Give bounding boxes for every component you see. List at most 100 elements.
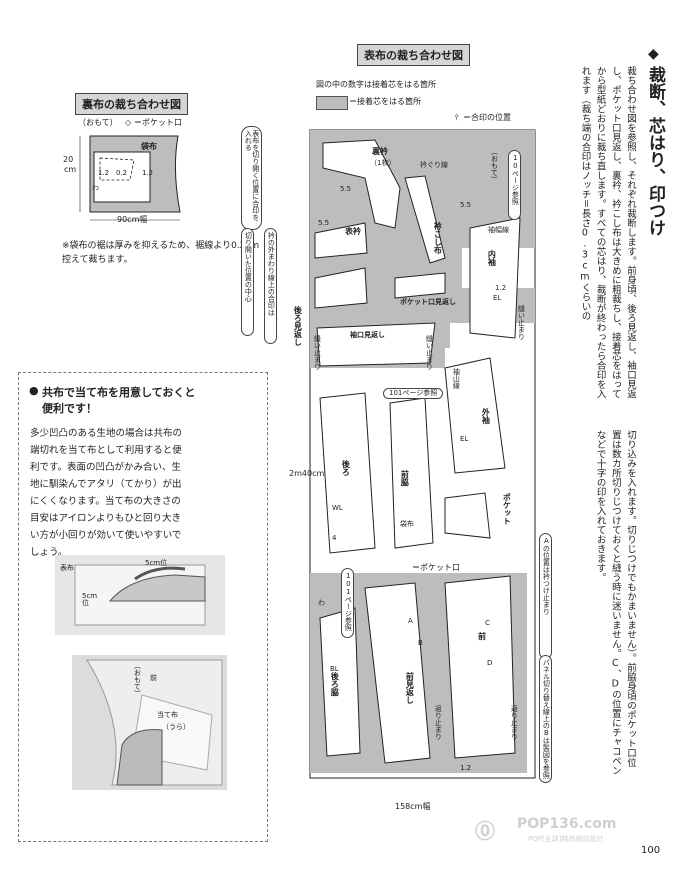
piece-face: （おもて） <box>490 148 499 183</box>
piece-back-side: 後ろ脇 <box>330 672 340 696</box>
tip-title-1: 共布で当て布を用意しておくと <box>42 386 196 399</box>
lining-legend-pocket: ＝ポケット口 <box>134 118 182 127</box>
lining-mark-1: 1.2 <box>98 169 110 177</box>
piece-cuff-facing: 袖口見返し <box>350 331 385 339</box>
piece-sleeve-width: 袖幅線 <box>488 226 509 234</box>
lining-dim-height-unit: cm <box>64 165 77 174</box>
callout-ref101b: 101ページ参照 <box>341 568 355 638</box>
piece-sew-stop-1: 縫い止まり <box>313 335 322 370</box>
piece-wa: わ <box>318 599 325 607</box>
piece-upper-collar: 裏衿 <box>372 147 388 156</box>
tip-title-2: 便利です！ <box>42 402 97 415</box>
piece-sew-stop-3: 縫い止まり <box>517 305 526 340</box>
mark: 1.2 <box>460 764 472 772</box>
piece-collar-line: 衿ぐり線 <box>420 161 448 169</box>
mark: 5.5 <box>460 201 472 209</box>
watermark-logo-icon: ⓪ <box>475 819 495 843</box>
mark: EL <box>460 435 469 443</box>
piece-pocket: ポケット <box>502 493 512 525</box>
lining-note: ※袋布の裾は厚みを抑えるため、裾線より0.2cm控えて裁ちます。 <box>62 241 260 265</box>
photo2-label-face: （おもて） <box>133 662 142 697</box>
lining-mark-2: 0.2 <box>116 169 128 177</box>
main-pocket-legend: ＝ポケット口 <box>412 563 460 572</box>
piece-turn-stop-1: 返り止まり <box>434 705 443 740</box>
pocket-mark-icon: ◇ <box>125 118 132 127</box>
lining-width-label: 90cm幅 <box>117 215 148 224</box>
tip-body-line: 多少凹凸のある生地の場合は共布の <box>30 428 183 439</box>
iron-icon <box>86 659 223 786</box>
tip-body: 多少凹凸のある生地の場合は共布の 端切れを当て布として利用すると便 利です。表面… <box>30 425 260 561</box>
piece-pocket-facing: ポケット口見返し <box>400 298 456 306</box>
heading-body-2: 切り込みを入れます。切りじつけでもかまいません）。前脇身頃のポケット口位置は数カ… <box>594 430 636 775</box>
photo2-label-front: 前 <box>150 674 157 682</box>
piece-top-collar: 表衿 <box>345 227 361 236</box>
notch-mark-icon: ⫯ <box>455 113 459 122</box>
iron-icon <box>74 564 206 626</box>
tip-body-line: 地に馴染んでアタリ（てかり）が出 <box>30 479 182 490</box>
heading-diamond-icon: ◆ <box>648 46 659 62</box>
callout-left3: 衿の外まわり線上の合印は <box>264 228 278 344</box>
piece-inner-sleeve: 内袖 <box>487 250 497 266</box>
mark: 5.5 <box>318 219 330 227</box>
mark: D <box>487 659 493 667</box>
fabric-layout <box>309 129 536 779</box>
lining-title: 裏布の裁ち合わせ図 <box>75 93 188 115</box>
piece-back: 後ろ <box>341 460 351 476</box>
tip-bullet-icon: ● <box>29 384 39 397</box>
piece-outer-sleeve: 外袖 <box>481 408 491 424</box>
tip-body-line: い方が小回りが効いて使いやすいで <box>30 530 182 541</box>
callout-ref10: 10ページ参照 <box>508 150 522 220</box>
mark: 1.2 <box>495 284 507 292</box>
piece-turn-stop-2: 返り止まり <box>510 705 519 740</box>
main-title: 表布の裁ち合わせ図 <box>357 44 470 66</box>
photo1-label-5cm: 5cm位 <box>145 559 168 567</box>
heading-title: 裁断、芯はり、印つけ <box>645 66 665 236</box>
tip-box <box>18 372 268 842</box>
main-legend-1: 図の中の数字は接着芯をはる箇所 <box>316 80 436 89</box>
tip-body-line: にくくなります。当て布の大きさの <box>30 496 181 507</box>
main-legend-2: ＝接着芯をはる箇所 <box>349 97 421 106</box>
piece-upper-collar-sub: （1枚） <box>370 159 396 167</box>
tip-body-line: 利です。表面の凹凸がかみ合い、生 <box>30 462 182 473</box>
tip-body-line: 目安はアイロンよりもひと回り大き <box>30 513 182 524</box>
watermark: POP136.com <box>517 816 617 832</box>
iron-photo-2 <box>72 655 227 790</box>
mark: WL <box>332 504 343 512</box>
photo2-label-back: （うら） <box>162 723 190 731</box>
callout-left1: 表布を切り開く位置に合印を入れる <box>241 126 262 230</box>
tip-body-line: 端切れを当て布として利用すると便 <box>30 445 182 456</box>
iron-photo-1 <box>55 555 225 635</box>
mark: 4 <box>332 534 337 542</box>
callout-right-panel: パネル切り替え線上のBは製図を参照 <box>539 655 553 783</box>
mark: A <box>408 617 413 625</box>
photo1-label-face: 表布 <box>60 564 74 572</box>
lining-diagram <box>79 135 181 221</box>
piece-front: 前 <box>478 632 486 641</box>
photo1-label-5cm-v: 5cm位 <box>82 592 98 608</box>
piece-pocket-bag: 袋布 <box>400 520 414 528</box>
piece-front-facing: 前見返し <box>405 672 415 704</box>
lining-piece-name: 袋布 <box>141 142 157 151</box>
lining-dim-height-value: 20 <box>63 155 74 164</box>
main-legend-3: ＝合印の位置 <box>463 113 511 122</box>
heading-body-1: 裁ち合わせ図を参照し、それぞれ裁断します。前身頃、後ろ見返し、袖口見返し、ポケッ… <box>579 66 636 399</box>
tip-body-line: しょう。 <box>30 547 68 558</box>
lining-legend-face: （おもて） <box>78 118 118 127</box>
callout-right-a: Aの位置は衿つけ止まり <box>539 533 553 659</box>
watermark-sub: POP[全球]時尚網站設計 <box>528 835 604 843</box>
callout-left2: 切り開いた位置の中心 <box>241 228 255 336</box>
piece-sew-stop-2: 縫い止まり <box>425 335 434 370</box>
piece-sleeve-mount: 袖山線 <box>452 368 461 389</box>
main-dim-height: 2m40cm <box>289 469 325 478</box>
mark: EL <box>493 294 502 302</box>
piece-front-side: 前脇 <box>400 470 410 486</box>
mark: 5.5 <box>340 185 352 193</box>
page-number: 100 <box>641 845 661 856</box>
piece-back-facing: 後ろ見返し <box>293 306 303 346</box>
lining-mark-wa: わ <box>92 184 99 192</box>
callout-ref101: 101ページ参照 <box>383 388 444 400</box>
piece-facing-collar: 衿こし布 <box>433 222 443 254</box>
photo2-label-pad: 当て布 <box>157 711 178 719</box>
mark: BL <box>330 665 339 673</box>
interfacing-swatch <box>316 96 348 110</box>
